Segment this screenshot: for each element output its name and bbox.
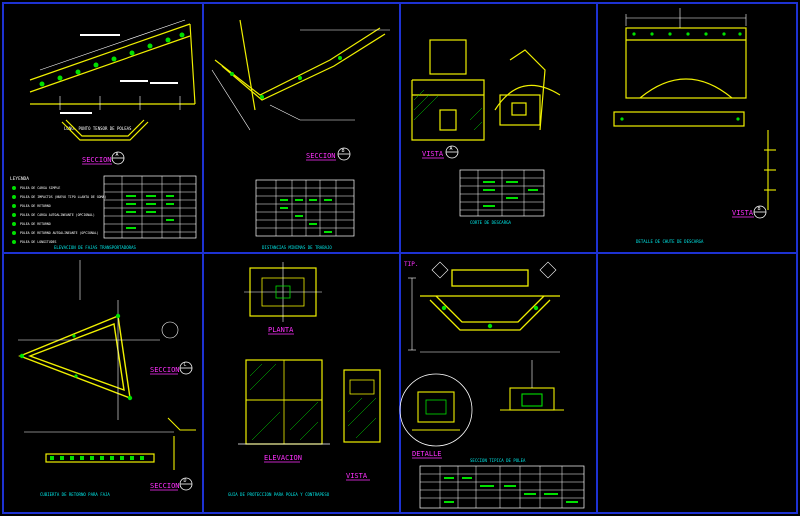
plan-view bbox=[244, 262, 322, 322]
side-detail bbox=[167, 417, 196, 470]
dimension-ticks bbox=[39, 19, 186, 110]
svg-text:POLEA DE CARGA AUTOALINEANTE (: POLEA DE CARGA AUTOALINEANTE (OPCIONAL) bbox=[20, 213, 95, 217]
panel-caption: SECCION TIPICA DE POLEA bbox=[470, 458, 526, 463]
section-label: SECCION bbox=[306, 152, 336, 160]
side-view bbox=[343, 369, 381, 443]
cross-section-rollers bbox=[230, 56, 342, 99]
inclined-conveyor-drawing bbox=[29, 23, 196, 105]
frame-nodes bbox=[19, 313, 133, 401]
pulley-dimensions bbox=[408, 261, 560, 353]
panel-chute-detail: B VISTA DETALLE DE CHUTE DE DESCARGA bbox=[613, 8, 776, 244]
panel-caption: CUBIERTA DE RETORNO PARA FAJA bbox=[40, 492, 110, 497]
svg-text:A: A bbox=[116, 152, 119, 158]
section-marker-b: B SECCION bbox=[306, 147, 351, 161]
svg-text:POLEA DE RETORNO: POLEA DE RETORNO bbox=[20, 204, 51, 208]
chute-drawing bbox=[494, 49, 561, 131]
annotation-marks bbox=[60, 34, 178, 114]
panel-caption: DISTANCIAS MINIMAS DE TRABAJO bbox=[262, 245, 332, 250]
svg-text:C: C bbox=[184, 362, 187, 368]
legend-symbols bbox=[12, 186, 16, 244]
view-label: VISTA bbox=[732, 209, 754, 217]
section-marker-d: D SECCION bbox=[150, 477, 193, 491]
triangular-frame bbox=[18, 315, 131, 400]
discharge-table bbox=[459, 169, 545, 217]
svg-text:POLEA DE LONGITUDES: POLEA DE LONGITUDES bbox=[20, 240, 57, 244]
hopper-drawing bbox=[411, 39, 485, 141]
empty-panel bbox=[600, 256, 794, 510]
chute-bolts bbox=[620, 32, 742, 121]
svg-text:B: B bbox=[342, 148, 345, 154]
panel-working-distances: B SECCION DISTANCIAS MINIMAS DE TRABAJO bbox=[211, 19, 390, 250]
frame-lines bbox=[211, 29, 390, 131]
section-marker-c: C SECCION bbox=[150, 361, 193, 375]
elevation-view bbox=[238, 359, 330, 445]
view-label: VISTA bbox=[346, 472, 368, 480]
pulley-table bbox=[419, 465, 585, 509]
section-label: SECCION bbox=[150, 482, 180, 490]
svg-text:B: B bbox=[758, 206, 761, 212]
legend-title: LEYENDA bbox=[10, 176, 29, 182]
elevation-label: ELEVACION bbox=[264, 454, 302, 462]
chute-frame bbox=[613, 27, 747, 127]
panel-conveyor-elevation: LONG. PUNTO TENSOR DE POLEAS A SECCION L… bbox=[10, 19, 197, 250]
panel-pulley-guard: PLANTA ELEVACION VISTA GUIA DE PROT bbox=[228, 262, 381, 497]
svg-text:POLEA DE IMPACTOS (NUEVO TIPO: POLEA DE IMPACTOS (NUEVO TIPO LLANTA DE … bbox=[20, 195, 106, 199]
side-view-drawing bbox=[764, 130, 776, 210]
panel-caption: DETALLE DE CHUTE DE DESCARGA bbox=[636, 239, 704, 244]
bracket-detail bbox=[500, 360, 564, 411]
view-label: VISTA bbox=[422, 150, 444, 158]
corner-label: TIP. bbox=[404, 261, 418, 268]
panel-discharge-section: A VISTA CORTE DE DESCARGA bbox=[411, 39, 561, 225]
view-marker-b: B VISTA bbox=[732, 205, 767, 219]
svg-text:POLEA DE CARGA SIMPLE: POLEA DE CARGA SIMPLE bbox=[20, 186, 60, 190]
chute-dimensions bbox=[625, 8, 747, 28]
panel-caption: ELEVACION DE FAJAS TRANSPORTADORAS bbox=[54, 245, 136, 250]
section-marker-a: A SECCION bbox=[82, 151, 125, 165]
plan-label: PLANTA bbox=[268, 326, 294, 334]
hatch-fill bbox=[413, 89, 483, 131]
svg-text:POLEA DE RETORNO: POLEA DE RETORNO bbox=[20, 222, 51, 226]
distance-table bbox=[255, 179, 355, 237]
trough-rollers bbox=[441, 305, 539, 329]
panel-return-cover: C SECCION D SECCION CUBIERTA DE RETORNO … bbox=[18, 260, 196, 497]
base-beam bbox=[24, 431, 174, 463]
svg-text:D: D bbox=[184, 478, 187, 484]
section-label: SECCION bbox=[82, 156, 112, 164]
panel-caption: CORTE DE DESCARGA bbox=[470, 220, 512, 225]
panel-pulley-section: TIP. DETALLE bbox=[399, 261, 585, 509]
idler-table bbox=[103, 175, 197, 239]
section-label: SECCION bbox=[150, 366, 180, 374]
drawing-title: LONG. PUNTO TENSOR DE POLEAS bbox=[64, 126, 132, 131]
trough-section-drawing bbox=[61, 119, 149, 141]
detail-label: DETALLE bbox=[412, 450, 442, 458]
svg-text:POLEA DE RETORNO AUTOALINEANTE: POLEA DE RETORNO AUTOALINEANTE (OPCIONAL… bbox=[20, 231, 99, 235]
svg-text:A: A bbox=[450, 146, 453, 152]
view-marker-a: A VISTA bbox=[422, 145, 459, 159]
frame-bracing bbox=[18, 260, 179, 420]
panel-caption: GUIA DE PROTECCION PARA POLEA Y CONTRAPE… bbox=[228, 492, 330, 497]
legend-entries: POLEA DE CARGA SIMPLE POLEA DE IMPACTOS … bbox=[20, 186, 106, 244]
idler-rollers bbox=[39, 32, 185, 87]
conveyor-cross-section bbox=[214, 19, 386, 111]
pulley-trough-drawing bbox=[420, 269, 560, 331]
detail-circle bbox=[399, 373, 473, 447]
